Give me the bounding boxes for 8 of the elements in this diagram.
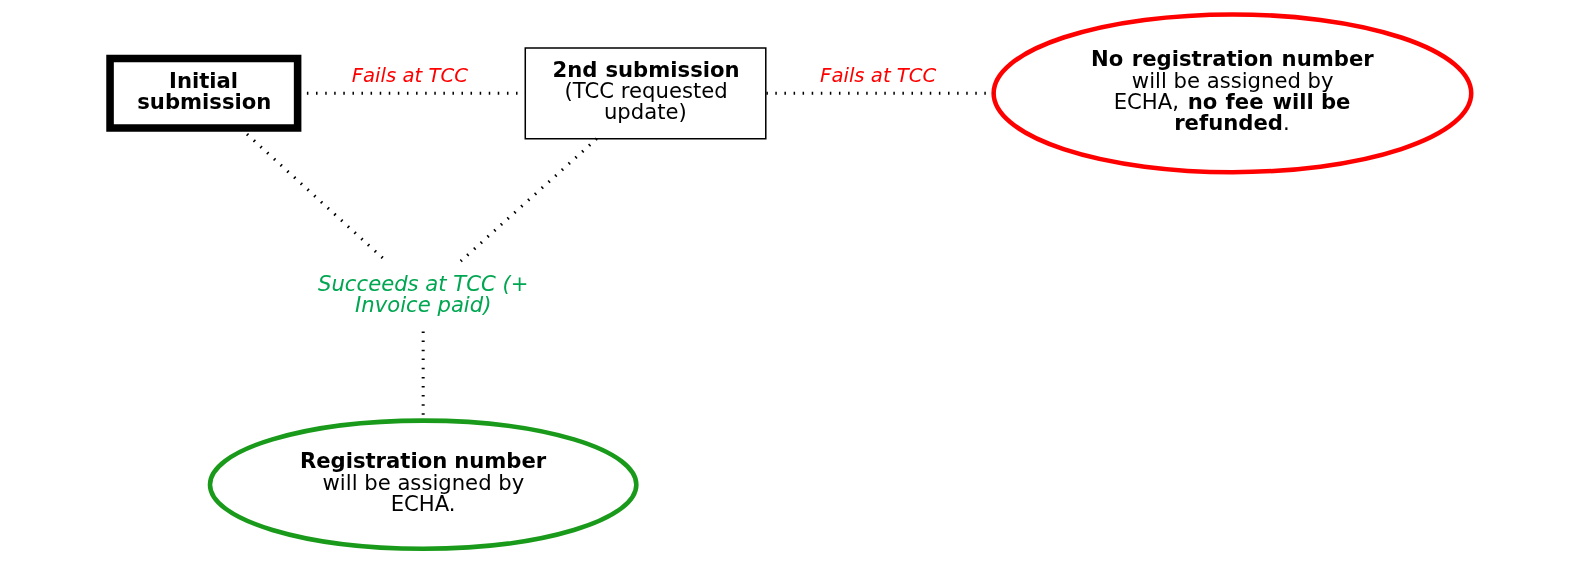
edge-label: Fails at TCC <box>820 63 937 87</box>
node-box: 2nd submission (TCC requested update) <box>524 47 767 140</box>
node-text: Succeeds at TCC (+ Invoice paid) <box>318 270 529 317</box>
connector <box>459 137 598 263</box>
edge-label: Fails at TCC <box>351 63 468 87</box>
node-box: Initial submission <box>106 54 302 132</box>
node-ellipse: No registration number will be assigned by ECHA, no fee will be refunded. <box>991 12 1474 175</box>
node-ellipse: Registration number will be assigned by ECHA. <box>207 418 639 551</box>
